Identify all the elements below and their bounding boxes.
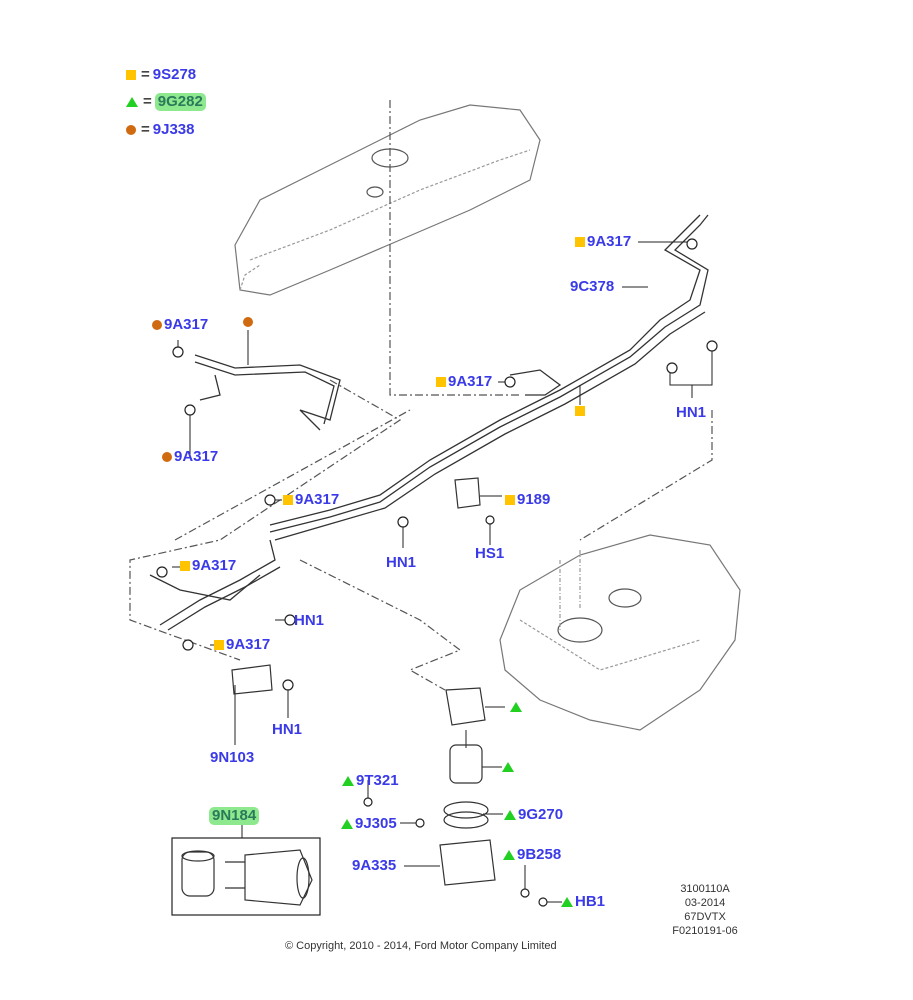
- callout-9a317[interactable]: 9A317: [283, 491, 339, 509]
- callout-9j305[interactable]: 9J305: [341, 815, 397, 833]
- legend-item-square: =9S278: [126, 66, 196, 84]
- square-marker-icon: [126, 70, 136, 81]
- fasteners: [156, 238, 718, 907]
- square-marker-icon: [575, 237, 585, 248]
- part-number: HN1: [294, 612, 325, 629]
- circle-marker-icon: [126, 125, 136, 136]
- triangle-marker-icon: [561, 897, 573, 908]
- part-number: 9A317: [295, 491, 340, 508]
- standalone-markers: [243, 317, 585, 772]
- diagram-date: 03-2014: [684, 897, 726, 909]
- vehicle-code: 67DVTX: [684, 911, 726, 923]
- square-marker-icon: [283, 495, 293, 506]
- legend-item-circle: =9J338: [126, 121, 194, 139]
- part-number: 9T321: [356, 772, 399, 789]
- part-number: 9A317: [448, 373, 493, 390]
- callout-9t321[interactable]: 9T321: [342, 772, 399, 790]
- triangle-marker-icon: [126, 97, 138, 108]
- copyright-notice: © Copyright, 2010 - 2014, Ford Motor Com…: [285, 940, 557, 952]
- square-marker-icon: [214, 640, 224, 651]
- part-number: HS1: [475, 545, 505, 562]
- part-number: 9C378: [570, 278, 615, 295]
- triangle-marker-icon: [342, 776, 354, 787]
- part-number: HN1: [386, 554, 417, 571]
- callout-9n103[interactable]: 9N103: [210, 749, 254, 767]
- callout-9n184[interactable]: 9N184: [209, 807, 260, 825]
- callout-9a317[interactable]: 9A317: [180, 557, 236, 575]
- fuel-filter-assembly: [231, 477, 496, 886]
- diagram-info-block: 3100110A 03-2014 67DVTX F0210191-06: [655, 882, 755, 938]
- part-number: 9N103: [210, 749, 255, 766]
- callout-9b258[interactable]: 9B258: [503, 846, 561, 864]
- square-marker: [575, 406, 585, 416]
- triangle-marker: [510, 702, 522, 712]
- triangle-marker-icon: [503, 850, 515, 861]
- part-number: HN1: [676, 404, 707, 421]
- callout-hs1[interactable]: HS1: [475, 545, 504, 563]
- square-marker-icon: [180, 561, 190, 572]
- callout-hn1[interactable]: HN1: [294, 612, 324, 630]
- part-number: 9A317: [192, 557, 237, 574]
- guide-lines: [129, 100, 713, 691]
- circle-marker-icon: [152, 320, 162, 331]
- fuel-lines: [149, 214, 709, 631]
- part-number: HN1: [272, 721, 303, 738]
- part-number: 9189: [517, 491, 551, 508]
- callout-9a317[interactable]: 9A317: [575, 233, 631, 251]
- callout-9g270[interactable]: 9G270: [504, 806, 563, 824]
- callout-hn1[interactable]: HN1: [676, 404, 706, 422]
- equals-sign: =: [143, 93, 152, 110]
- part-number: 9A317: [174, 448, 219, 465]
- triangle-marker-icon: [504, 810, 516, 821]
- square-marker-icon: [436, 377, 446, 388]
- legend-part-number[interactable]: 9J338: [152, 121, 195, 138]
- legend-part-number[interactable]: 9S278: [152, 66, 197, 83]
- callout-9a317[interactable]: 9A317: [214, 636, 270, 654]
- part-number: 9A317: [164, 316, 209, 333]
- callout-9c378[interactable]: 9C378: [570, 278, 614, 296]
- callout-9a317[interactable]: 9A317: [436, 373, 492, 391]
- callout-9189[interactable]: 9189: [505, 491, 550, 509]
- callout-9a317[interactable]: 9A317: [152, 316, 208, 334]
- upper-fuel-tank: [234, 104, 541, 296]
- circle-marker: [243, 317, 253, 327]
- callout-hb1[interactable]: HB1: [561, 893, 605, 911]
- square-marker-icon: [505, 495, 515, 506]
- part-number: 9A335: [352, 857, 397, 874]
- triangle-marker: [502, 762, 514, 772]
- lower-fuel-tank: [499, 534, 741, 731]
- triangle-marker-icon: [341, 819, 353, 830]
- callout-hn1[interactable]: HN1: [272, 721, 302, 739]
- callout-9a317[interactable]: 9A317: [162, 448, 218, 466]
- equals-sign: =: [141, 66, 150, 83]
- part-number: 9A317: [587, 233, 632, 250]
- callout-hn1[interactable]: HN1: [386, 554, 416, 572]
- diagram-number: 3100110A: [680, 883, 730, 895]
- part-number: 9G270: [518, 806, 564, 823]
- kit-box-9n184: [171, 837, 321, 916]
- equals-sign: =: [141, 121, 150, 138]
- part-number: 9B258: [517, 846, 562, 863]
- legend-part-number[interactable]: 9G282: [154, 93, 206, 111]
- leader-lines: [172, 241, 713, 903]
- circle-marker-icon: [162, 452, 172, 463]
- part-number: 9A317: [226, 636, 271, 653]
- part-number: 9J305: [355, 815, 397, 832]
- callout-9a335[interactable]: 9A335: [352, 857, 396, 875]
- part-number: HB1: [575, 893, 606, 910]
- figure-id: F0210191-06: [672, 925, 738, 937]
- legend-item-triangle: =9G282: [126, 93, 206, 111]
- part-number: 9N184: [212, 807, 257, 824]
